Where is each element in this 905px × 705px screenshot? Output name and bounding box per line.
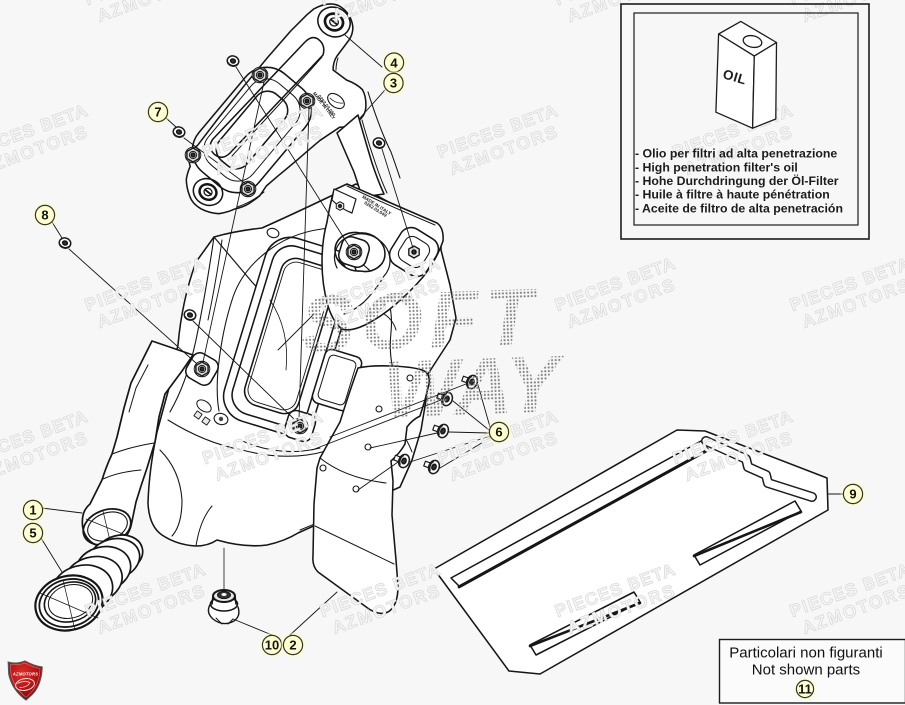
svg-text:1: 1 <box>29 503 36 518</box>
svg-text:2: 2 <box>289 638 296 653</box>
svg-text:6: 6 <box>495 425 502 440</box>
svg-text:- Hohe Durchdringung der Öl-Fi: - Hohe Durchdringung der Öl-Filter <box>635 173 839 188</box>
svg-text:SOFT: SOFT <box>299 272 541 369</box>
svg-text:WAY: WAY <box>381 339 567 434</box>
svg-text:AZMOTORS: AZMOTORS <box>12 672 38 677</box>
svg-text:- Huile à filtre à haute pénét: - Huile à filtre à haute pénétration <box>635 188 830 202</box>
svg-text:- High penetration filter's oi: - High penetration filter's oil <box>635 160 798 174</box>
svg-text:Not shown parts: Not shown parts <box>752 662 860 679</box>
svg-text:10: 10 <box>265 638 279 653</box>
svg-text:8: 8 <box>41 208 48 223</box>
svg-text:- Olio per filtri ad alta pene: - Olio per filtri ad alta penetrazione <box>635 147 837 161</box>
svg-text:Particolari non figuranti: Particolari non figuranti <box>729 645 882 662</box>
svg-text:5: 5 <box>29 526 36 541</box>
svg-text:11: 11 <box>798 682 812 697</box>
svg-text:4: 4 <box>390 55 398 70</box>
svg-text:- Aceite de filtro de alta pen: - Aceite de filtro de alta penetración <box>635 202 843 216</box>
svg-text:OIL: OIL <box>721 66 748 87</box>
svg-text:3: 3 <box>390 76 397 91</box>
svg-text:9: 9 <box>849 487 856 502</box>
svg-text:7: 7 <box>154 105 161 120</box>
